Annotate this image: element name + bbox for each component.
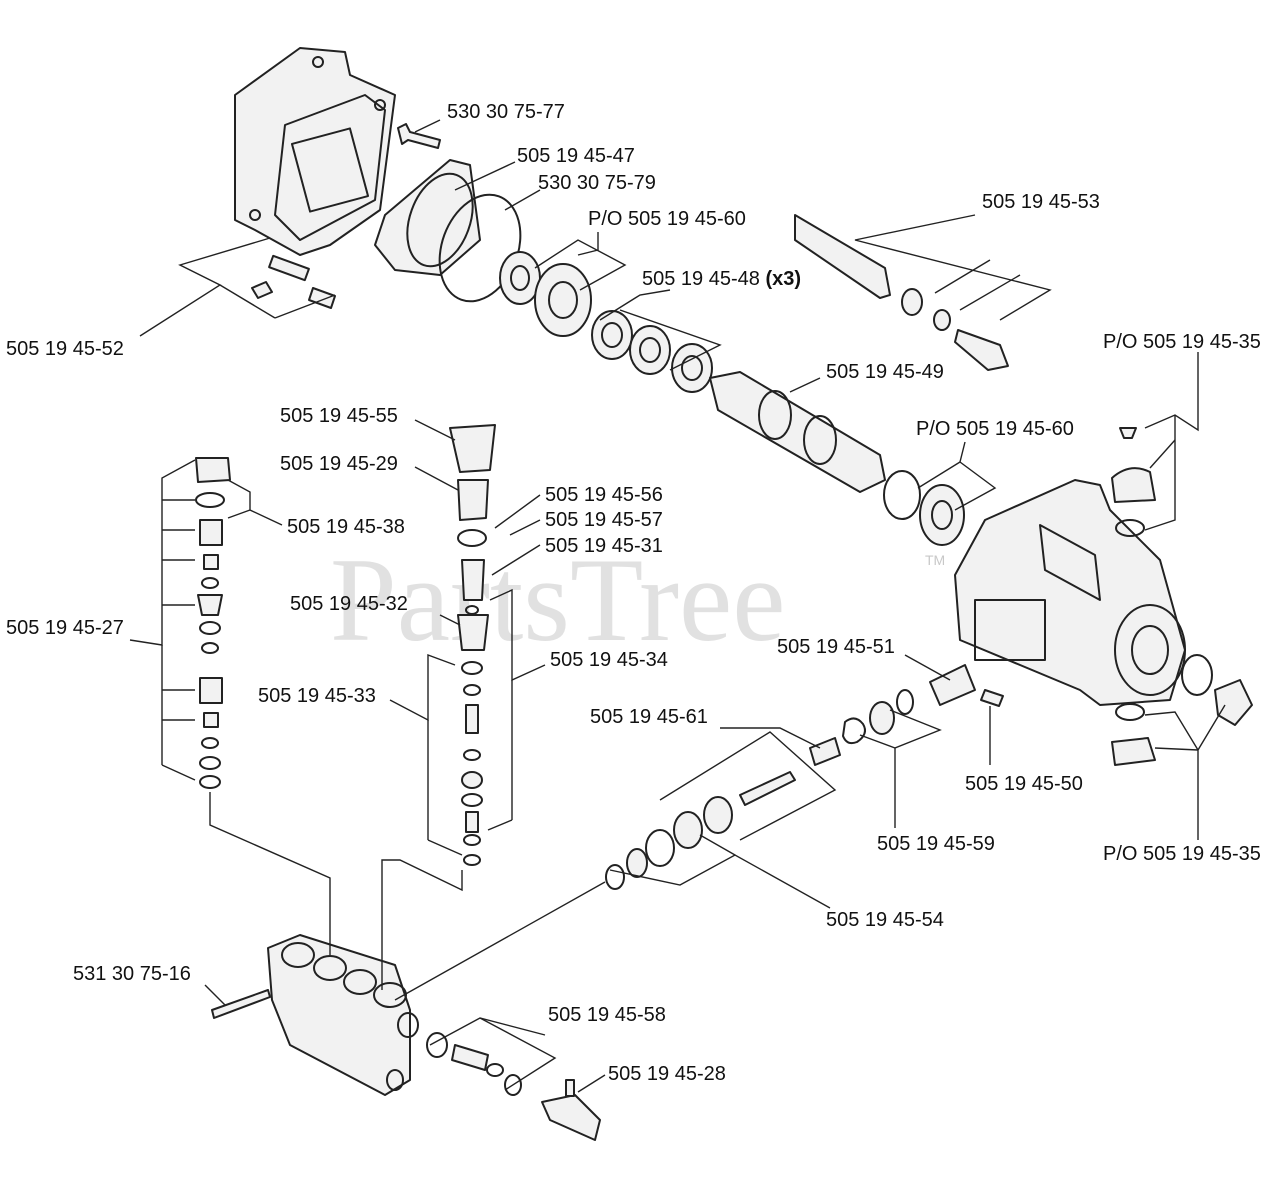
callout-label: 530 30 75-79 [538, 172, 656, 194]
seal-disc [499, 251, 541, 305]
callout-label: 505 19 45-38 [287, 516, 405, 538]
callout-label: 505 19 45-51 [777, 636, 895, 658]
parts-drawing [195, 47, 1253, 1141]
callout-label: 505 19 45-28 [608, 1063, 726, 1085]
breather-cap [1111, 467, 1156, 503]
watermark: PartsTree [330, 533, 786, 666]
washer-1 [901, 288, 923, 316]
seal-pack-2 [673, 811, 703, 849]
callout-label: 505 19 45-61 [590, 706, 708, 728]
dipstick [794, 214, 891, 299]
callout-label: 505 19 45-48 (x3) [642, 268, 801, 290]
seal-ring-2 [869, 701, 895, 735]
callout-label: 505 19 45-53 [982, 191, 1100, 213]
callout-label: 505 19 45-50 [965, 773, 1083, 795]
callout-label: 530 30 75-77 [447, 101, 565, 123]
plug-bottom [1111, 737, 1156, 766]
plug-right [1214, 679, 1253, 726]
callout-label: 505 19 45-33 [258, 685, 376, 707]
seal-pack-3 [645, 829, 675, 867]
snap-ring [883, 470, 921, 520]
screw-small [1119, 427, 1137, 439]
manifold-screw [211, 989, 271, 1019]
injector-spring [486, 1063, 504, 1077]
callout-label: P/O 505 19 45-35 [1103, 331, 1261, 353]
washer-2 [933, 309, 951, 331]
callout-label: 505 19 45-47 [517, 145, 635, 167]
callout-label: P/O 505 19 45-60 [588, 208, 746, 230]
retainer [842, 717, 866, 745]
leader-lines [129, 119, 1226, 1093]
unloader-stack [449, 424, 496, 866]
seal-ring-1 [896, 689, 914, 715]
valve-stack-left [195, 457, 231, 789]
key-pin [268, 254, 310, 282]
plunger-pin [980, 689, 1004, 707]
callout-label: 505 19 45-54 [826, 909, 944, 931]
seal-pack-5 [605, 864, 625, 890]
crankshaft [709, 371, 886, 493]
callout-labels: 530 30 75-77 505 19 45-47 530 30 75-79 P… [6, 101, 1261, 1085]
ball-bearing-mid [919, 484, 965, 546]
conn-rod-1 [591, 310, 633, 360]
plunger-bolt [739, 771, 796, 806]
callout-label: P/O 505 19 45-35 [1103, 843, 1261, 865]
bolt-small-2 [308, 287, 336, 309]
hose-fitting [541, 1094, 601, 1141]
ball-bearing-top [534, 263, 592, 337]
plunger-sleeve [809, 737, 841, 766]
injector-oring [504, 1074, 522, 1096]
callout-label: 505 19 45-55 [280, 405, 398, 427]
bearing-housing [374, 159, 481, 276]
conn-rod-3 [671, 343, 713, 393]
watermark-trademark: TM [925, 552, 945, 568]
callout-label: 505 19 45-56 [545, 484, 663, 506]
injector-ring [426, 1032, 448, 1058]
bolt-dipstick [954, 329, 1009, 371]
callout-label: P/O 505 19 45-60 [916, 418, 1074, 440]
pump-manifold [267, 934, 419, 1096]
o-ring-drain [1115, 703, 1145, 721]
callout-label: 505 19 45-27 [6, 617, 124, 639]
o-ring-cap [1115, 519, 1145, 537]
callout-label: 505 19 45-57 [545, 509, 663, 531]
callout-label: 531 30 75-16 [73, 963, 191, 985]
injector-body [451, 1044, 489, 1071]
bolt-top [397, 123, 441, 149]
callout-label: 505 19 45-59 [877, 833, 995, 855]
callout-label-part: 505 19 45-48 [642, 268, 765, 290]
callout-label: 505 19 45-29 [280, 453, 398, 475]
seal-pack-1 [703, 796, 733, 834]
callout-label: 505 19 45-52 [6, 338, 124, 360]
callout-label: 505 19 45-34 [550, 649, 668, 671]
callout-label: 505 19 45-32 [290, 593, 408, 615]
callout-label: 505 19 45-49 [826, 361, 944, 383]
bolt-small-1 [251, 281, 273, 299]
o-ring-side [1181, 654, 1213, 696]
flange-plate [234, 47, 396, 256]
callout-label: 505 19 45-58 [548, 1004, 666, 1026]
conn-rod-2 [629, 325, 671, 375]
callout-label: 505 19 45-31 [545, 535, 663, 557]
callout-label-suffix: (x3) [765, 268, 801, 290]
seal-pack-4 [626, 848, 648, 878]
crankcase [954, 479, 1186, 706]
plunger-guide [929, 664, 976, 706]
